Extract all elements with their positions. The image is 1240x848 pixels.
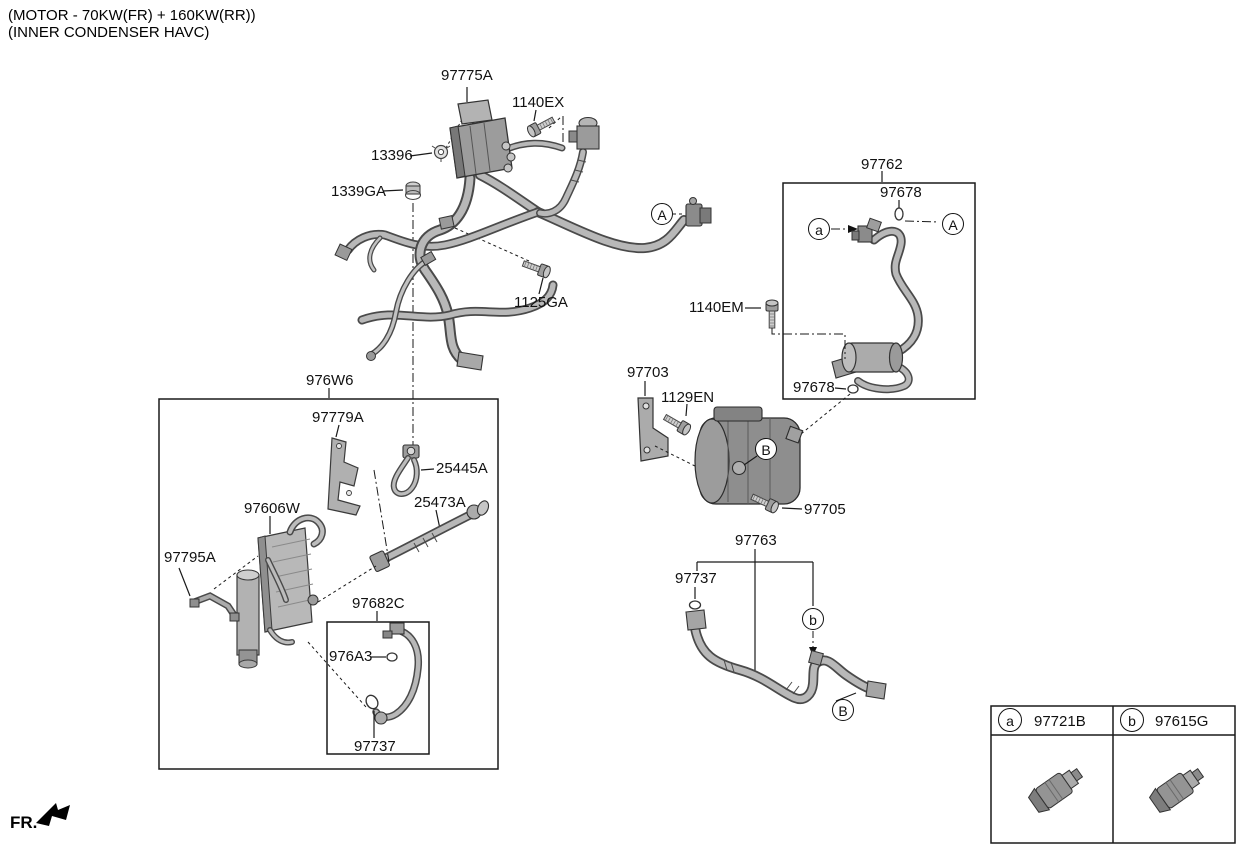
part-label-1140EX: 1140EX (512, 94, 565, 111)
diagram-title-line1: (MOTOR - 70KW(FR) + 160KW(RR)) (8, 7, 256, 24)
bolt-1125GA (520, 257, 553, 280)
part-label-1125GA: 1125GA (514, 294, 568, 311)
legend-marker-b: b (1120, 708, 1144, 732)
bolt-1129EN (661, 411, 693, 437)
part-label-97779A: 97779A (312, 409, 364, 426)
suction-hose-97762-art (745, 200, 940, 435)
callout-A-box: A (942, 213, 964, 235)
part-label-97763: 97763 (735, 532, 777, 549)
part-label-25473A: 25473A (414, 494, 466, 511)
part-label-1129EN: 1129EN (661, 389, 715, 406)
part-label-97703: 97703 (627, 364, 669, 381)
part-label-1140EM: 1140EM (689, 299, 744, 316)
part-label-976W6: 976W6 (306, 372, 354, 389)
fr-label: FR. (10, 813, 38, 832)
part-label-97775A: 97775A (441, 67, 493, 84)
legend-valve-97721B (1025, 761, 1088, 817)
hose-97763-art (685, 549, 887, 704)
water-cooling-group-art (178, 424, 490, 708)
part-label-97678-bottom: 97678 (793, 379, 835, 396)
part-label-97762: 97762 (861, 156, 903, 173)
group-box-976W6 (158, 388, 499, 770)
bolt-1140EX (525, 113, 557, 139)
bolt-1140EM (765, 299, 779, 329)
part-label-97737-mid: 97737 (675, 570, 717, 587)
inner-condenser-assembly-art (334, 87, 712, 448)
callout-A-main: A (651, 203, 673, 225)
part-label-976A3: 976A3 (329, 648, 373, 665)
part-label-97737-box: 97737 (354, 738, 396, 755)
part-label-97606W: 97606W (244, 500, 300, 517)
legend-part-97721B: 97721B (1034, 713, 1086, 730)
group-box-97762 (782, 171, 976, 400)
part-label-25445A: 25445A (436, 460, 488, 477)
group-box-97682C (326, 611, 430, 755)
callout-a-hose: a (808, 218, 830, 240)
legend-table (990, 705, 1236, 844)
part-label-97678-top: 97678 (880, 184, 922, 201)
hose-97682C-art (365, 622, 423, 738)
legend-marker-a: a (998, 708, 1022, 732)
callout-B-hose-end: B (832, 699, 854, 721)
compressor-art (637, 381, 804, 515)
part-label-13396: 13396 (371, 147, 413, 164)
part-label-1339GA: 1339GA (331, 183, 387, 200)
legend-part-97615G: 97615G (1155, 713, 1209, 730)
diagram-title-line2: (INNER CONDENSER HAVC) (8, 24, 210, 41)
part-label-97705: 97705 (804, 501, 846, 518)
part-label-97795A: 97795A (164, 549, 216, 566)
callout-B-compressor: B (755, 438, 777, 460)
fr-direction-arrow (36, 803, 70, 826)
legend-valve-97615G (1146, 761, 1209, 817)
callout-b-hose: b (802, 608, 824, 630)
part-label-97682C: 97682C (352, 595, 405, 612)
